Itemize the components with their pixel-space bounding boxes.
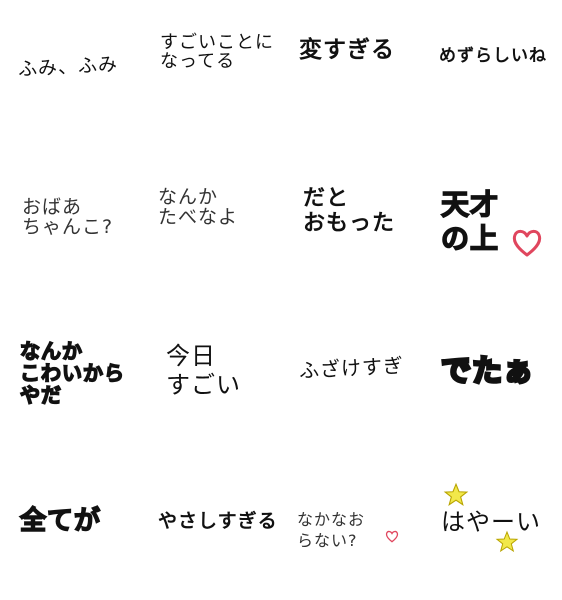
sticker-text: 今日 すごい bbox=[166, 342, 241, 399]
sticker-text: ふざけすぎ bbox=[298, 353, 405, 383]
sticker-cell[interactable]: ふみ、ふみ bbox=[0, 0, 140, 150]
sticker-cell[interactable]: なんか こわいから やだ bbox=[0, 300, 140, 450]
sticker-text: だと おもった bbox=[303, 186, 396, 237]
sticker-cell[interactable]: 変すぎる bbox=[281, 0, 421, 150]
sticker-cell[interactable]: 天才 の上 bbox=[421, 150, 561, 300]
heart-icon bbox=[385, 530, 399, 543]
star-icon bbox=[495, 530, 519, 553]
sticker-text: なかなお らない? bbox=[297, 510, 366, 550]
sticker-cell[interactable]: ふざけすぎ bbox=[281, 300, 421, 450]
sticker-text: 変すぎる bbox=[299, 37, 395, 63]
sticker-text: なんか こわいから やだ bbox=[19, 339, 125, 407]
sticker-text: やさしすぎる bbox=[158, 510, 278, 532]
sticker-cell[interactable]: なかなお らない? bbox=[281, 450, 421, 600]
sticker-text: でたぁ bbox=[440, 354, 535, 389]
sticker-text: なんか たべなよ bbox=[158, 186, 239, 228]
heart-icon bbox=[512, 229, 542, 257]
sticker-cell[interactable]: やさしすぎる bbox=[140, 450, 280, 600]
sticker-cell[interactable]: 今日 すごい bbox=[140, 300, 280, 450]
sticker-cell[interactable]: でたぁ bbox=[421, 300, 561, 450]
sticker-cell[interactable]: おばあ ちゃんこ? bbox=[0, 150, 140, 300]
sticker-text: ふみ、ふみ bbox=[17, 53, 119, 81]
sticker-cell[interactable]: 全てが bbox=[0, 450, 140, 600]
sticker-text: すごいことに なってる bbox=[160, 32, 274, 72]
sticker-text: 全てが bbox=[19, 506, 102, 536]
sticker-cell[interactable]: なんか たべなよ bbox=[140, 150, 280, 300]
sticker-text: 天才 の上 bbox=[440, 187, 500, 255]
star-icon bbox=[443, 482, 469, 507]
sticker-text: めずらしいね bbox=[439, 46, 547, 66]
sticker-cell[interactable]: だと おもった bbox=[281, 150, 421, 300]
sticker-cell[interactable]: はやーい bbox=[421, 450, 561, 600]
sticker-text: はやーい bbox=[441, 508, 541, 536]
sticker-cell[interactable]: すごいことに なってる bbox=[140, 0, 280, 150]
sticker-cell[interactable]: めずらしいね bbox=[421, 0, 561, 150]
sticker-text: おばあ ちゃんこ? bbox=[22, 196, 114, 238]
